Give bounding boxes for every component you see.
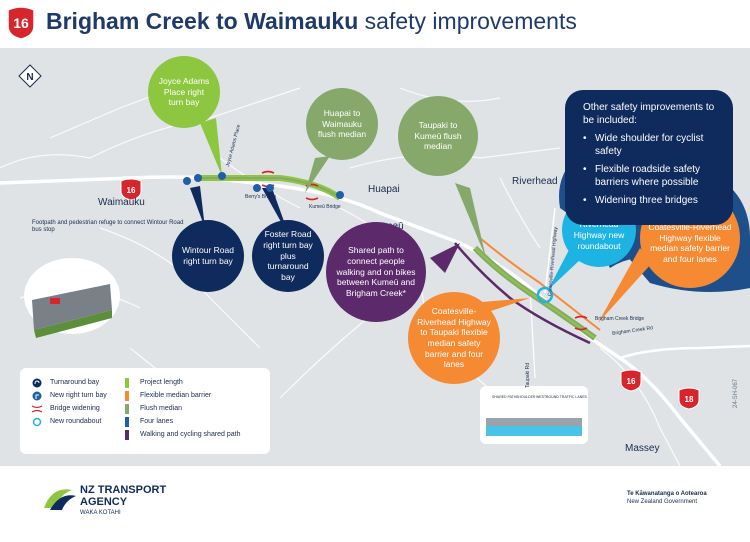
town-massey: Massey bbox=[625, 443, 660, 454]
flush-median-swatch bbox=[120, 403, 134, 414]
legend: Turnaround bay New right turn bay Bridge… bbox=[20, 368, 270, 454]
four-lanes-north bbox=[479, 237, 601, 331]
sh18-shield: 18 bbox=[678, 387, 700, 410]
pointer-wintour bbox=[190, 186, 205, 228]
sh16-east-shield: 16 bbox=[620, 369, 642, 392]
legend-col-2: Project length Flexible median barrier F… bbox=[120, 376, 241, 441]
sh16-east-number: 16 bbox=[627, 377, 636, 386]
shared-path-swatch bbox=[120, 429, 134, 440]
xs-westbound-label: WESTBOUND TRAFFIC LANES bbox=[536, 395, 588, 399]
shared-path-south bbox=[454, 242, 591, 345]
legend-item: New right turn bay bbox=[30, 389, 107, 402]
legend-label: Walking and cycling shared path bbox=[140, 431, 241, 438]
town-huapai: Huapai bbox=[368, 184, 400, 195]
road-taupaki: Taupaki Rd bbox=[525, 362, 531, 388]
legend-item: New roundabout bbox=[30, 415, 107, 428]
nzta-logo: NZ TRANSPORT AGENCY WAKA KOTAHI bbox=[44, 484, 166, 516]
callout-huapai-waimauku: Huapai to Waimauku flush median bbox=[306, 88, 378, 160]
taupaki-road bbox=[529, 287, 536, 379]
logo-line3: WAKA KOTAHI bbox=[80, 510, 121, 516]
legend-label: Project length bbox=[140, 379, 183, 386]
sh16-shield-icon: 16 bbox=[7, 6, 35, 40]
roundabout-icon bbox=[30, 417, 44, 427]
north-arrow-icon: N bbox=[18, 64, 42, 88]
route-number: 16 bbox=[13, 15, 29, 31]
north-label: N bbox=[26, 72, 33, 83]
legend-item: Flexible median barrier bbox=[120, 389, 241, 402]
page-title: Brigham Creek to Waimauku safety improve… bbox=[46, 8, 577, 35]
legend-label: New roundabout bbox=[50, 418, 102, 425]
pointer-roundabout bbox=[548, 248, 582, 290]
pointer-huapai bbox=[305, 156, 330, 193]
pointer-joyce bbox=[200, 118, 222, 176]
pointer-brigham bbox=[598, 248, 652, 323]
pointer-shared bbox=[430, 243, 460, 273]
coatesville-road bbox=[544, 207, 556, 294]
legend-item: Bridge widening bbox=[30, 402, 107, 415]
callout-coatesville-taupaki: Coatesville-Riverhead Highway to Taupaki… bbox=[408, 292, 500, 384]
map: 16 16 18 SHARED PATH SHOULDER WESTBOUND … bbox=[0, 48, 750, 466]
illustration-road bbox=[32, 284, 112, 330]
xs-shoulder-label: SHOULDER bbox=[516, 395, 536, 399]
government-text: Te Kāwanatanga o Aotearoa New Zealand Go… bbox=[627, 490, 707, 506]
legend-item: Project length bbox=[120, 376, 241, 389]
footer: NZ TRANSPORT AGENCY WAKA KOTAHI Te Kāwan… bbox=[0, 466, 750, 542]
legend-item: Walking and cycling shared path bbox=[120, 428, 241, 441]
illustration-grass bbox=[34, 310, 112, 338]
sh18-highway bbox=[619, 344, 750, 360]
legend-col-1: Turnaround bay New right turn bay Bridge… bbox=[30, 376, 107, 428]
turn-bay-markers bbox=[183, 172, 344, 199]
bridge-icon bbox=[30, 404, 44, 414]
legend-label: Flexible median barrier bbox=[140, 392, 212, 399]
info-intro: Other safety improvements to be included… bbox=[583, 102, 715, 126]
logo-line1: NZ TRANSPORT bbox=[80, 484, 166, 496]
legend-item: Four lanes bbox=[120, 415, 241, 428]
callout-joyce-adams: Joyce Adams Place right turn bay bbox=[148, 56, 220, 128]
xs-shared-path-label: SHARED PATH bbox=[492, 395, 517, 399]
info-item: Wide shoulder for cyclist safety bbox=[583, 133, 721, 158]
legend-label: Turnaround bay bbox=[50, 379, 100, 386]
callout-taupaki-kumeu: Taupaki to Kumeū flush median bbox=[398, 96, 478, 176]
sh16-west-number: 16 bbox=[127, 186, 136, 195]
legend-label: Flush median bbox=[140, 405, 183, 412]
title-rest: safety improvements bbox=[358, 8, 577, 34]
road-berrys-bridge: Berry's Bridge bbox=[245, 194, 277, 200]
logo-line2: AGENCY bbox=[80, 496, 128, 508]
doc-reference: 24-SH-067 bbox=[733, 378, 739, 408]
project-length-swatch bbox=[120, 377, 134, 388]
turnaround-icon bbox=[30, 378, 44, 388]
callout-foster: Foster Road right turn bay plus turnarou… bbox=[252, 220, 324, 292]
illustration-car bbox=[50, 298, 60, 304]
legend-item: Turnaround bay bbox=[30, 376, 107, 389]
gov-line1: Te Kāwanatanga o Aotearoa bbox=[627, 491, 707, 497]
info-item: Widening three bridges bbox=[583, 195, 721, 208]
right-turn-icon bbox=[30, 391, 44, 401]
median-barrier-east bbox=[474, 247, 596, 339]
header: 16 Brigham Creek to Waimauku safety impr… bbox=[0, 0, 750, 48]
town-waimauku: Waimauku bbox=[98, 197, 145, 208]
callout-shared-path: Shared path to connect people walking an… bbox=[326, 222, 426, 322]
cross-section-water bbox=[486, 426, 582, 436]
legend-label: Bridge widening bbox=[50, 405, 100, 412]
legend-item: Flush median bbox=[120, 402, 241, 415]
info-panel: Other safety improvements to be included… bbox=[565, 90, 733, 225]
four-lanes-swatch bbox=[120, 416, 134, 427]
legend-label: New right turn bay bbox=[50, 392, 107, 399]
median-barrier-swatch bbox=[120, 390, 134, 401]
sh18-number: 18 bbox=[685, 395, 694, 404]
cross-section-road bbox=[486, 418, 582, 426]
town-riverhead: Riverhead bbox=[512, 176, 558, 187]
info-item: Flexible roadside safety barriers where … bbox=[583, 164, 721, 189]
title-bold: Brigham Creek to Waimauku bbox=[46, 8, 359, 34]
gov-line2: New Zealand Government bbox=[627, 499, 698, 506]
roundabout-marker bbox=[536, 286, 554, 304]
sh16-west-shield: 16 bbox=[120, 178, 142, 201]
pointer-taupaki bbox=[455, 183, 486, 258]
footpath-note: Footpath and pedestrian refuge to connec… bbox=[32, 220, 184, 234]
info-list: Wide shoulder for cyclist safety Flexibl… bbox=[583, 133, 721, 208]
road-kumeu-bridge: Kumeū Bridge bbox=[309, 204, 341, 210]
callout-wintour: Wintour Road right turn bay bbox=[172, 220, 244, 292]
road-brigham-creek-bridge: Brigham Creek Bridge bbox=[595, 316, 645, 322]
legend-label: Four lanes bbox=[140, 418, 174, 425]
